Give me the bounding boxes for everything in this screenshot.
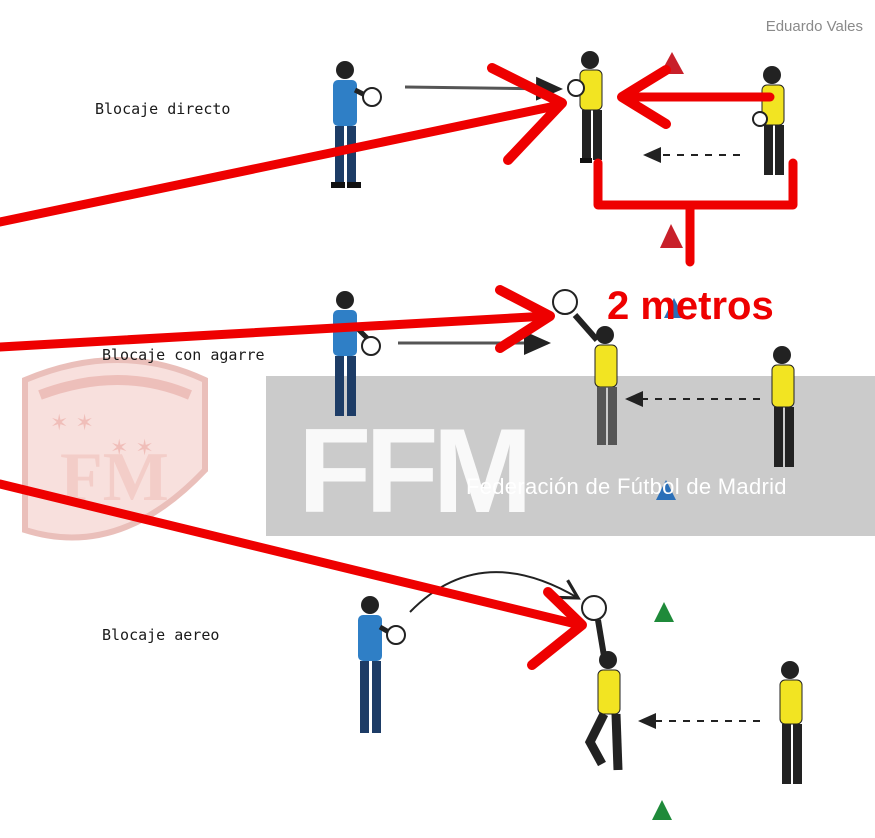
pointer-arrow-3-head <box>527 587 587 670</box>
drill-label-blocaje-aereo: Blocaje aereo <box>102 626 220 644</box>
cone-blue <box>656 480 676 500</box>
distance-annotation: 2 metros <box>607 284 774 328</box>
distance-bracket <box>593 158 798 267</box>
author-credit: Eduardo Vales <box>765 18 863 35</box>
keeper-figure <box>581 595 623 771</box>
watermark-acronym: FFM <box>298 404 533 538</box>
keeper-figure <box>567 51 603 163</box>
thrower-figure <box>358 596 406 733</box>
server-arrow-head <box>617 65 671 129</box>
pointer-arrow-2 <box>0 311 553 352</box>
server-figure <box>771 346 795 467</box>
drill-blocaje-directo <box>331 51 785 248</box>
drill-blocaje-con-agarre <box>333 289 795 500</box>
annotation-overlay <box>0 63 798 670</box>
lob-arrow <box>409 571 581 613</box>
keeper-figure <box>552 289 618 445</box>
pointer-arrow-1-head <box>487 63 567 165</box>
server-figure <box>752 66 785 175</box>
thrower-figure <box>333 291 381 416</box>
pointer-arrow-1 <box>0 100 565 227</box>
drill-label-blocaje-directo: Blocaje directo <box>95 100 231 118</box>
cone-green <box>652 800 672 820</box>
server-figure <box>779 661 803 784</box>
pointer-arrow-3 <box>0 479 585 630</box>
cone-red <box>660 224 683 248</box>
drill-blocaje-aereo <box>358 571 803 820</box>
pointer-arrow-2-head <box>495 285 555 353</box>
svg-text:✶ ✶: ✶ ✶ <box>50 411 94 436</box>
thrower-figure <box>331 61 382 188</box>
cone-blue <box>664 298 684 318</box>
svg-text:✶ ✶: ✶ ✶ <box>110 436 154 461</box>
drill-label-blocaje-con-agarre: Blocaje con agarre <box>102 346 265 364</box>
cone-green <box>654 602 674 622</box>
watermark-federation-name: Federación de Fútbol de Madrid <box>466 474 787 499</box>
